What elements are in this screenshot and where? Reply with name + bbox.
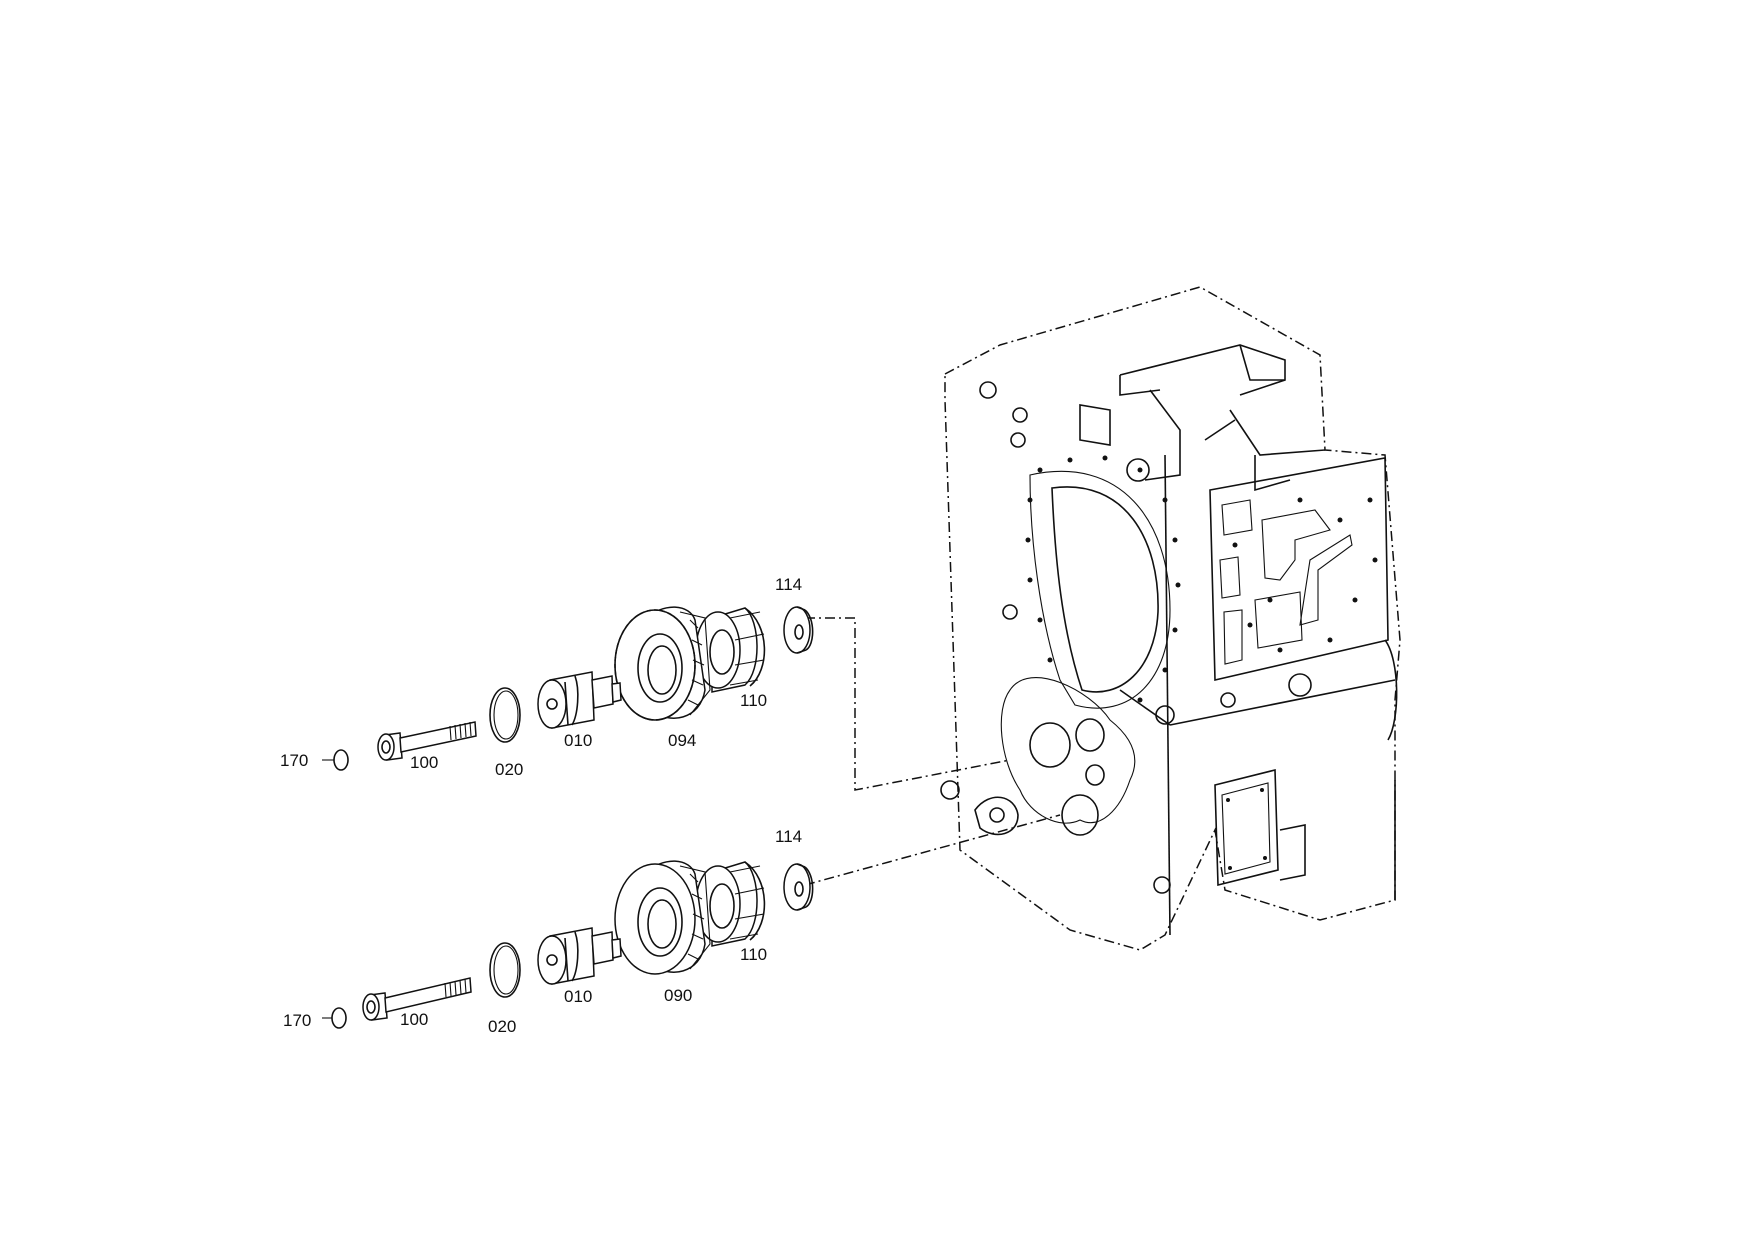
- upper-assembly: [322, 606, 814, 771]
- transmission-housing: [940, 286, 1401, 951]
- upper-circlip-170: [322, 749, 349, 771]
- lower-gear-090: [614, 860, 711, 975]
- upper-oring-020: [489, 687, 521, 743]
- upper-bolt-label: 100: [410, 753, 438, 772]
- upper-bearing-110: [695, 607, 766, 693]
- lower-bearing-110: [695, 861, 766, 947]
- assembly-leader-lines: [804, 617, 1061, 886]
- lower-bearing-label: 110: [740, 945, 767, 964]
- upper-oring-label: 020: [495, 760, 523, 779]
- upper-gear-094: [614, 606, 711, 721]
- lower-circlip-170: [322, 1007, 347, 1029]
- lower-gear-label: 090: [664, 986, 692, 1005]
- lower-assembly: [322, 860, 814, 1029]
- control-valve-plate: [1209, 457, 1389, 708]
- upper-washer-label: 114: [775, 575, 802, 594]
- lower-cover-plate: [1214, 768, 1306, 887]
- flange-bolt-holes: [1025, 455, 1181, 703]
- upper-hub-010: [537, 671, 622, 729]
- lower-bolt-100: [362, 977, 472, 1021]
- upper-circlip-label: 170: [280, 751, 308, 770]
- upper-washer-114: [783, 606, 814, 654]
- upper-hub-label: 010: [564, 731, 592, 750]
- upper-bearing-label: 110: [740, 691, 767, 710]
- part-labels: 114 110 094 010 020 100 170 114 110 090 …: [280, 575, 802, 1036]
- lower-hub-label: 010: [564, 987, 592, 1006]
- lower-circlip-label: 170: [283, 1011, 311, 1030]
- lower-washer-label: 114: [775, 827, 802, 846]
- upper-bolt-100: [377, 721, 477, 761]
- lower-bolt-label: 100: [400, 1010, 428, 1029]
- lower-washer-114: [783, 863, 814, 911]
- lower-oring-020: [489, 942, 521, 998]
- lower-oring-label: 020: [488, 1017, 516, 1036]
- lower-hub-010: [537, 927, 622, 985]
- upper-gear-label: 094: [668, 731, 696, 750]
